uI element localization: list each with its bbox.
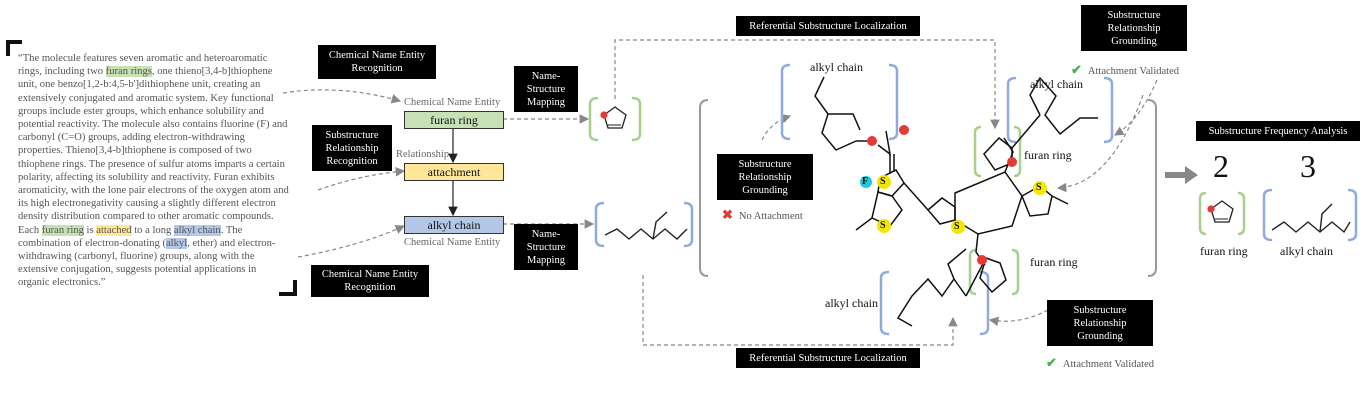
graph-to-structure-arrows bbox=[503, 39, 1158, 346]
sfa-box: Substructure Frequency Analysis bbox=[1196, 121, 1360, 141]
nsm-box-top: Name-Structure Mapping bbox=[514, 66, 578, 112]
rsl-box-top: Referential Substructure Localization bbox=[736, 16, 920, 36]
highlight-alkyl-chain: alkyl chain bbox=[173, 224, 221, 236]
frequency-furan-icon bbox=[1207, 200, 1234, 223]
atom-s-4: S bbox=[1036, 182, 1042, 193]
frequency-arrow bbox=[1165, 166, 1198, 184]
molecule-structure bbox=[814, 76, 1098, 327]
highlight-furan-rings: furan rings bbox=[105, 66, 152, 78]
node-attachment: attachment bbox=[404, 163, 504, 181]
atom-s-2: S bbox=[880, 220, 886, 231]
node-furan-ring: furan ring bbox=[404, 111, 504, 129]
highlight-alkyl: alkyl bbox=[165, 237, 188, 249]
alkyl-count: 3 bbox=[1300, 148, 1316, 184]
cross-icon: ✖ bbox=[722, 207, 733, 222]
highlight-furan-ring: furan ring bbox=[41, 224, 84, 236]
bracket-furan-mapping bbox=[588, 96, 642, 142]
quote-corner-top-left bbox=[6, 40, 22, 56]
check-icon: ✔ bbox=[1046, 355, 1057, 370]
srg-box-bottom: Substructure Relationship Grounding bbox=[1047, 300, 1153, 346]
furan-count: 2 bbox=[1213, 148, 1229, 184]
node-alkyl-chain: alkyl chain bbox=[404, 216, 504, 234]
text-to-graph-arrows bbox=[282, 89, 406, 258]
label-chemical-name-entity-bottom: Chemical Name Entity bbox=[404, 237, 501, 248]
cner-box-top: Chemical Name Entity Recognition bbox=[318, 45, 436, 79]
alkyl-brackets-molecule bbox=[780, 63, 1114, 336]
highlight-attached: attached bbox=[96, 224, 132, 236]
furan-icon-mapping bbox=[600, 106, 627, 129]
cner-box-bottom: Chemical Name Entity Recognition bbox=[311, 265, 429, 297]
check-icon: ✔ bbox=[1071, 62, 1082, 77]
nsm-box-bottom: Name-Structure Mapping bbox=[514, 224, 578, 270]
label-alkyl-chain-top-right: alkyl chain bbox=[1030, 77, 1083, 91]
description-quote: “The molecule features seven aromatic an… bbox=[18, 53, 289, 289]
label-furan-ring-upper: furan ring bbox=[1024, 148, 1072, 162]
atom-markers bbox=[860, 125, 1047, 265]
frequency-furan-label: furan ring bbox=[1200, 244, 1248, 258]
frequency-alkyl-label: alkyl chain bbox=[1280, 244, 1333, 258]
alkyl-chain-icon-mapping bbox=[604, 211, 688, 240]
molecule-outer-brackets bbox=[699, 99, 1157, 277]
status-no-attachment: ✖No Attachment bbox=[722, 207, 803, 222]
status-validated-bottom: ✔Attachment Validated bbox=[1046, 355, 1154, 370]
status-validated-top: ✔Attachment Validated bbox=[1071, 62, 1179, 77]
srr-box: Substructure Relationship Recognition bbox=[312, 125, 392, 171]
label-relationship: Relationship bbox=[396, 149, 450, 160]
frequency-alkyl-bracket bbox=[1262, 188, 1358, 242]
rsl-box-bottom: Referential Substructure Localization bbox=[736, 348, 920, 368]
bracket-alkyl-mapping bbox=[594, 201, 694, 248]
label-chemical-name-entity-top: Chemical Name Entity bbox=[404, 97, 501, 108]
frequency-alkyl-icon bbox=[1271, 203, 1351, 234]
atom-s-1: S bbox=[880, 176, 886, 187]
frequency-furan-bracket bbox=[1198, 191, 1246, 236]
srg-box-top: Substructure Relationship Grounding bbox=[1081, 5, 1187, 51]
atom-f: F bbox=[862, 176, 869, 187]
srg-box-mid: Substructure Relationship Grounding bbox=[717, 154, 813, 200]
label-alkyl-chain-bottom: alkyl chain bbox=[825, 296, 878, 310]
quote-corner-bottom-right bbox=[279, 280, 297, 296]
atom-s-3: S bbox=[954, 221, 960, 232]
furan-brackets-molecule bbox=[968, 125, 1022, 296]
label-furan-ring-lower: furan ring bbox=[1030, 255, 1078, 269]
label-alkyl-chain-top-left: alkyl chain bbox=[810, 60, 863, 74]
